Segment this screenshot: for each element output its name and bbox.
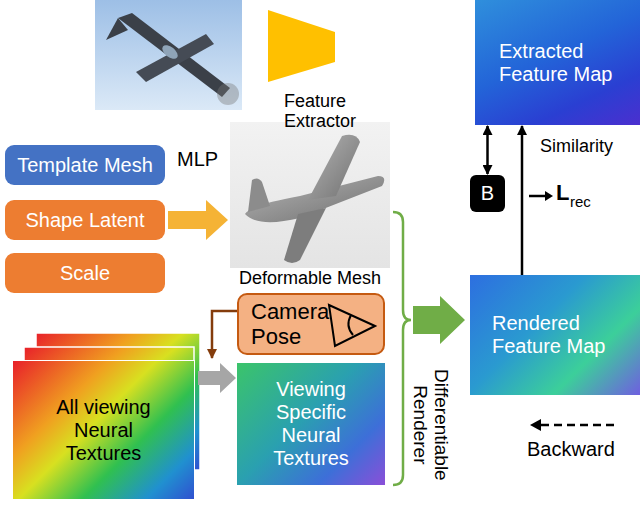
feature-map: Rendered Feature Map [470, 275, 640, 395]
select-arrow [198, 363, 236, 393]
b-box: B [470, 175, 505, 212]
node-text: Shape Latent [26, 209, 145, 232]
input-box: Shape Latent [5, 200, 165, 240]
node-text: Viewing Specific Neural Textures [247, 378, 375, 470]
input-box: Template Mesh [5, 145, 165, 185]
backward-dashed-arrow [530, 419, 614, 431]
mesh-render [230, 122, 390, 268]
texture-square: Viewing Specific Neural Textures [237, 363, 385, 485]
node-text: Feature Extractor [284, 91, 380, 132]
node-text: Extracted Feature Map [499, 40, 630, 86]
similarity-arrow [521, 126, 524, 275]
mesh-block: Deformable Mesh [230, 122, 390, 290]
node-text: Template Mesh [17, 154, 153, 177]
feature-map: Extracted Feature Map [475, 0, 640, 125]
extractor-trapezoid [268, 10, 335, 82]
similarity-arrow [486, 126, 489, 174]
node-text: B [481, 182, 494, 205]
renderer-arrow [413, 296, 465, 344]
loss-subscript: rec [570, 193, 591, 210]
camera-box: Camera Pose [237, 293, 385, 355]
extractor-block: Feature Extractor [268, 10, 380, 134]
camera-icon [321, 300, 379, 350]
mlp-arrow [168, 200, 228, 240]
renderer-label: Differentiable Renderer [409, 358, 451, 492]
node-text: All viewing Neural Textures [43, 396, 164, 465]
loss-symbol: L [556, 180, 569, 205]
node-text: Scale [60, 262, 110, 285]
edge-label: MLP [177, 148, 218, 171]
node-text: Camera Pose [251, 299, 339, 350]
node-text: Deformable Mesh [239, 268, 381, 289]
group-bracket [393, 212, 411, 485]
legend-text: Backward [527, 438, 615, 461]
input-box: Scale [5, 253, 165, 293]
loss-arrow [529, 191, 553, 201]
texture-square: All viewing Neural Textures [12, 360, 195, 500]
similarity-label: Similarity [540, 136, 613, 157]
node-text: Rendered Feature Map [492, 312, 630, 358]
airplane-photo [95, 0, 242, 110]
pose-arrow [212, 311, 237, 358]
